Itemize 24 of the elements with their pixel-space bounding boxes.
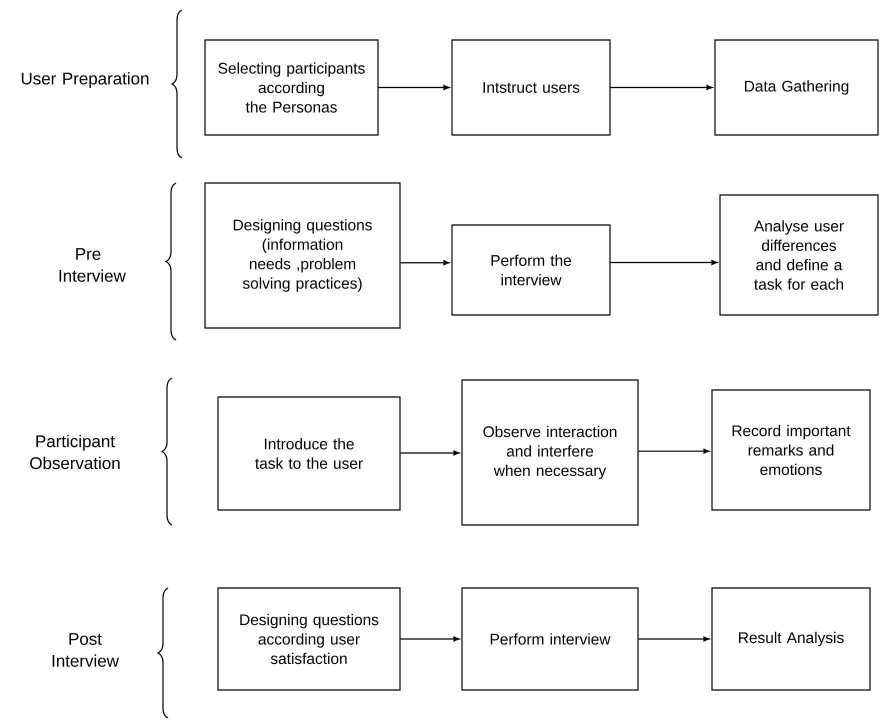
process-box: Data Gathering — [714, 39, 879, 136]
process-box: Perform interview — [461, 587, 639, 691]
process-box: Intstruct users — [451, 39, 611, 136]
arrow — [378, 84, 450, 90]
row-label: Post Interview — [52, 633, 119, 667]
arrow — [610, 84, 713, 90]
arrow — [638, 636, 710, 642]
row-label: User Preparation — [22, 72, 148, 88]
arrow — [400, 450, 460, 456]
process-box: Observe interaction and interfere when necessary — [461, 379, 639, 526]
row-label: Participant Observation — [30, 434, 120, 470]
process-box: Selecting participants according the Personas — [204, 39, 379, 136]
arrow — [638, 448, 710, 454]
process-box: Perform the interview — [451, 224, 611, 316]
process-box: Analyse user differences and define a task for each — [719, 194, 879, 316]
process-box: Result Analysis — [711, 587, 871, 691]
process-box: Designing questions (information needs ,problem solving practices) — [204, 182, 401, 329]
arrow — [400, 636, 460, 642]
process-box: Introduce the task to the user — [217, 396, 401, 511]
row-label: Pre Interview — [60, 248, 126, 282]
process-box: Designing questions according user satisfaction — [217, 587, 401, 691]
arrow — [610, 260, 718, 266]
process-box: Record important remarks and emotions — [711, 389, 871, 511]
arrow — [400, 260, 450, 266]
